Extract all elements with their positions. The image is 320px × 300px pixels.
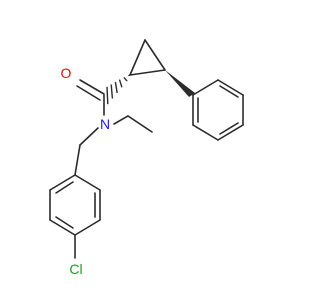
cyclopropane-bond-right [144,39,166,71]
nitrogen-label: N [100,116,110,132]
ethyl-group [113,115,153,133]
chlorine-label: Cl [69,261,82,277]
chemical-structure-diagram: O N Cl [49,39,244,277]
carbonyl-double-bond-b [76,85,101,101]
hashed-wedge-bond [106,73,132,105]
carbonyl-group [76,79,105,101]
phenyl-ring [192,79,244,141]
cyclopropane-ring [129,39,166,76]
chlorophenyl-ring [49,174,101,236]
benzyl-linker [74,127,99,176]
carbonyl-double-bond-a [79,79,105,95]
cyclopropane-bond-bottom [129,69,166,76]
cyclopropane-bond-top [129,39,146,76]
solid-wedge-bond [165,70,195,97]
oxygen-label: O [61,65,72,81]
